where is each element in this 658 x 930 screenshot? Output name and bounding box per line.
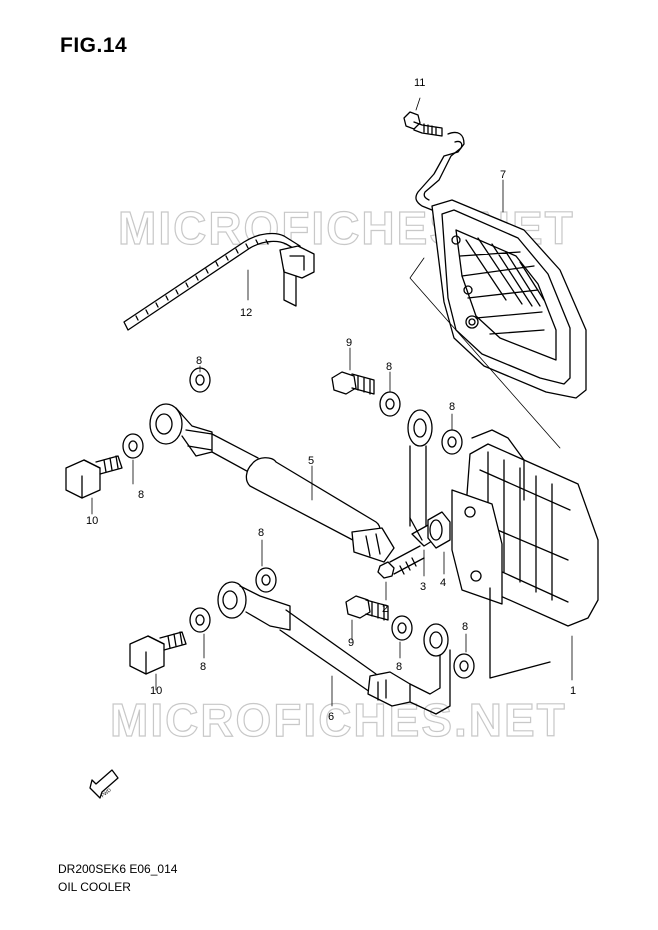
callout-10a: 10 [86, 515, 98, 527]
part-3-union [407, 409, 441, 577]
callout-6: 6 [328, 711, 334, 723]
part-11-bolt [403, 97, 443, 137]
part-9-banjo-bolt-upper [331, 347, 375, 395]
part-7-cooler-guard [409, 131, 587, 449]
part-5-upper-hose [149, 403, 395, 563]
callout-8d: 8 [449, 401, 455, 413]
washer-8-a [189, 365, 211, 393]
figure-code: DR200SEK6 E06_014 [58, 862, 178, 876]
callout-8b: 8 [138, 489, 144, 501]
washer-8-e [255, 539, 277, 593]
callout-2: 2 [382, 603, 388, 615]
washer-8-b [122, 433, 144, 485]
callout-8f: 8 [200, 661, 206, 673]
callout-8h: 8 [462, 621, 468, 633]
callout-1: 1 [570, 685, 576, 697]
part-12-strap [123, 232, 315, 331]
washer-8-g [391, 615, 413, 659]
part-9-banjo-bolt-lower [345, 595, 389, 641]
forward-arrow-icon [89, 769, 119, 799]
callout-9b: 9 [348, 637, 354, 649]
callout-8c: 8 [386, 361, 392, 373]
part-10-bolt-lower [129, 631, 187, 691]
callout-8a: 8 [196, 355, 202, 367]
callout-8e: 8 [258, 527, 264, 539]
callout-11: 11 [414, 77, 425, 89]
callout-7: 7 [500, 169, 506, 181]
washer-8-c [379, 371, 401, 417]
callout-12: 12 [240, 307, 252, 319]
callout-3: 3 [420, 581, 426, 593]
callout-8g: 8 [396, 661, 402, 673]
part-10-bolt-upper [65, 455, 123, 515]
callout-4: 4 [440, 577, 446, 589]
part-1-oil-cooler [451, 429, 599, 681]
washer-8-h [453, 633, 475, 679]
callout-9a: 9 [346, 337, 352, 349]
callout-10b: 10 [150, 685, 162, 697]
part-6-lower-hose [217, 581, 451, 715]
figure-title: FIG.14 [60, 34, 128, 57]
washer-8-d [441, 413, 463, 455]
part-4-washer [427, 511, 451, 575]
part-2-bolt [377, 545, 425, 601]
figure-name: OIL COOLER [58, 880, 131, 894]
washer-8-f [189, 607, 211, 659]
callout-5: 5 [308, 455, 314, 467]
watermark-bottom: MICROFICHES.NET [110, 694, 567, 746]
